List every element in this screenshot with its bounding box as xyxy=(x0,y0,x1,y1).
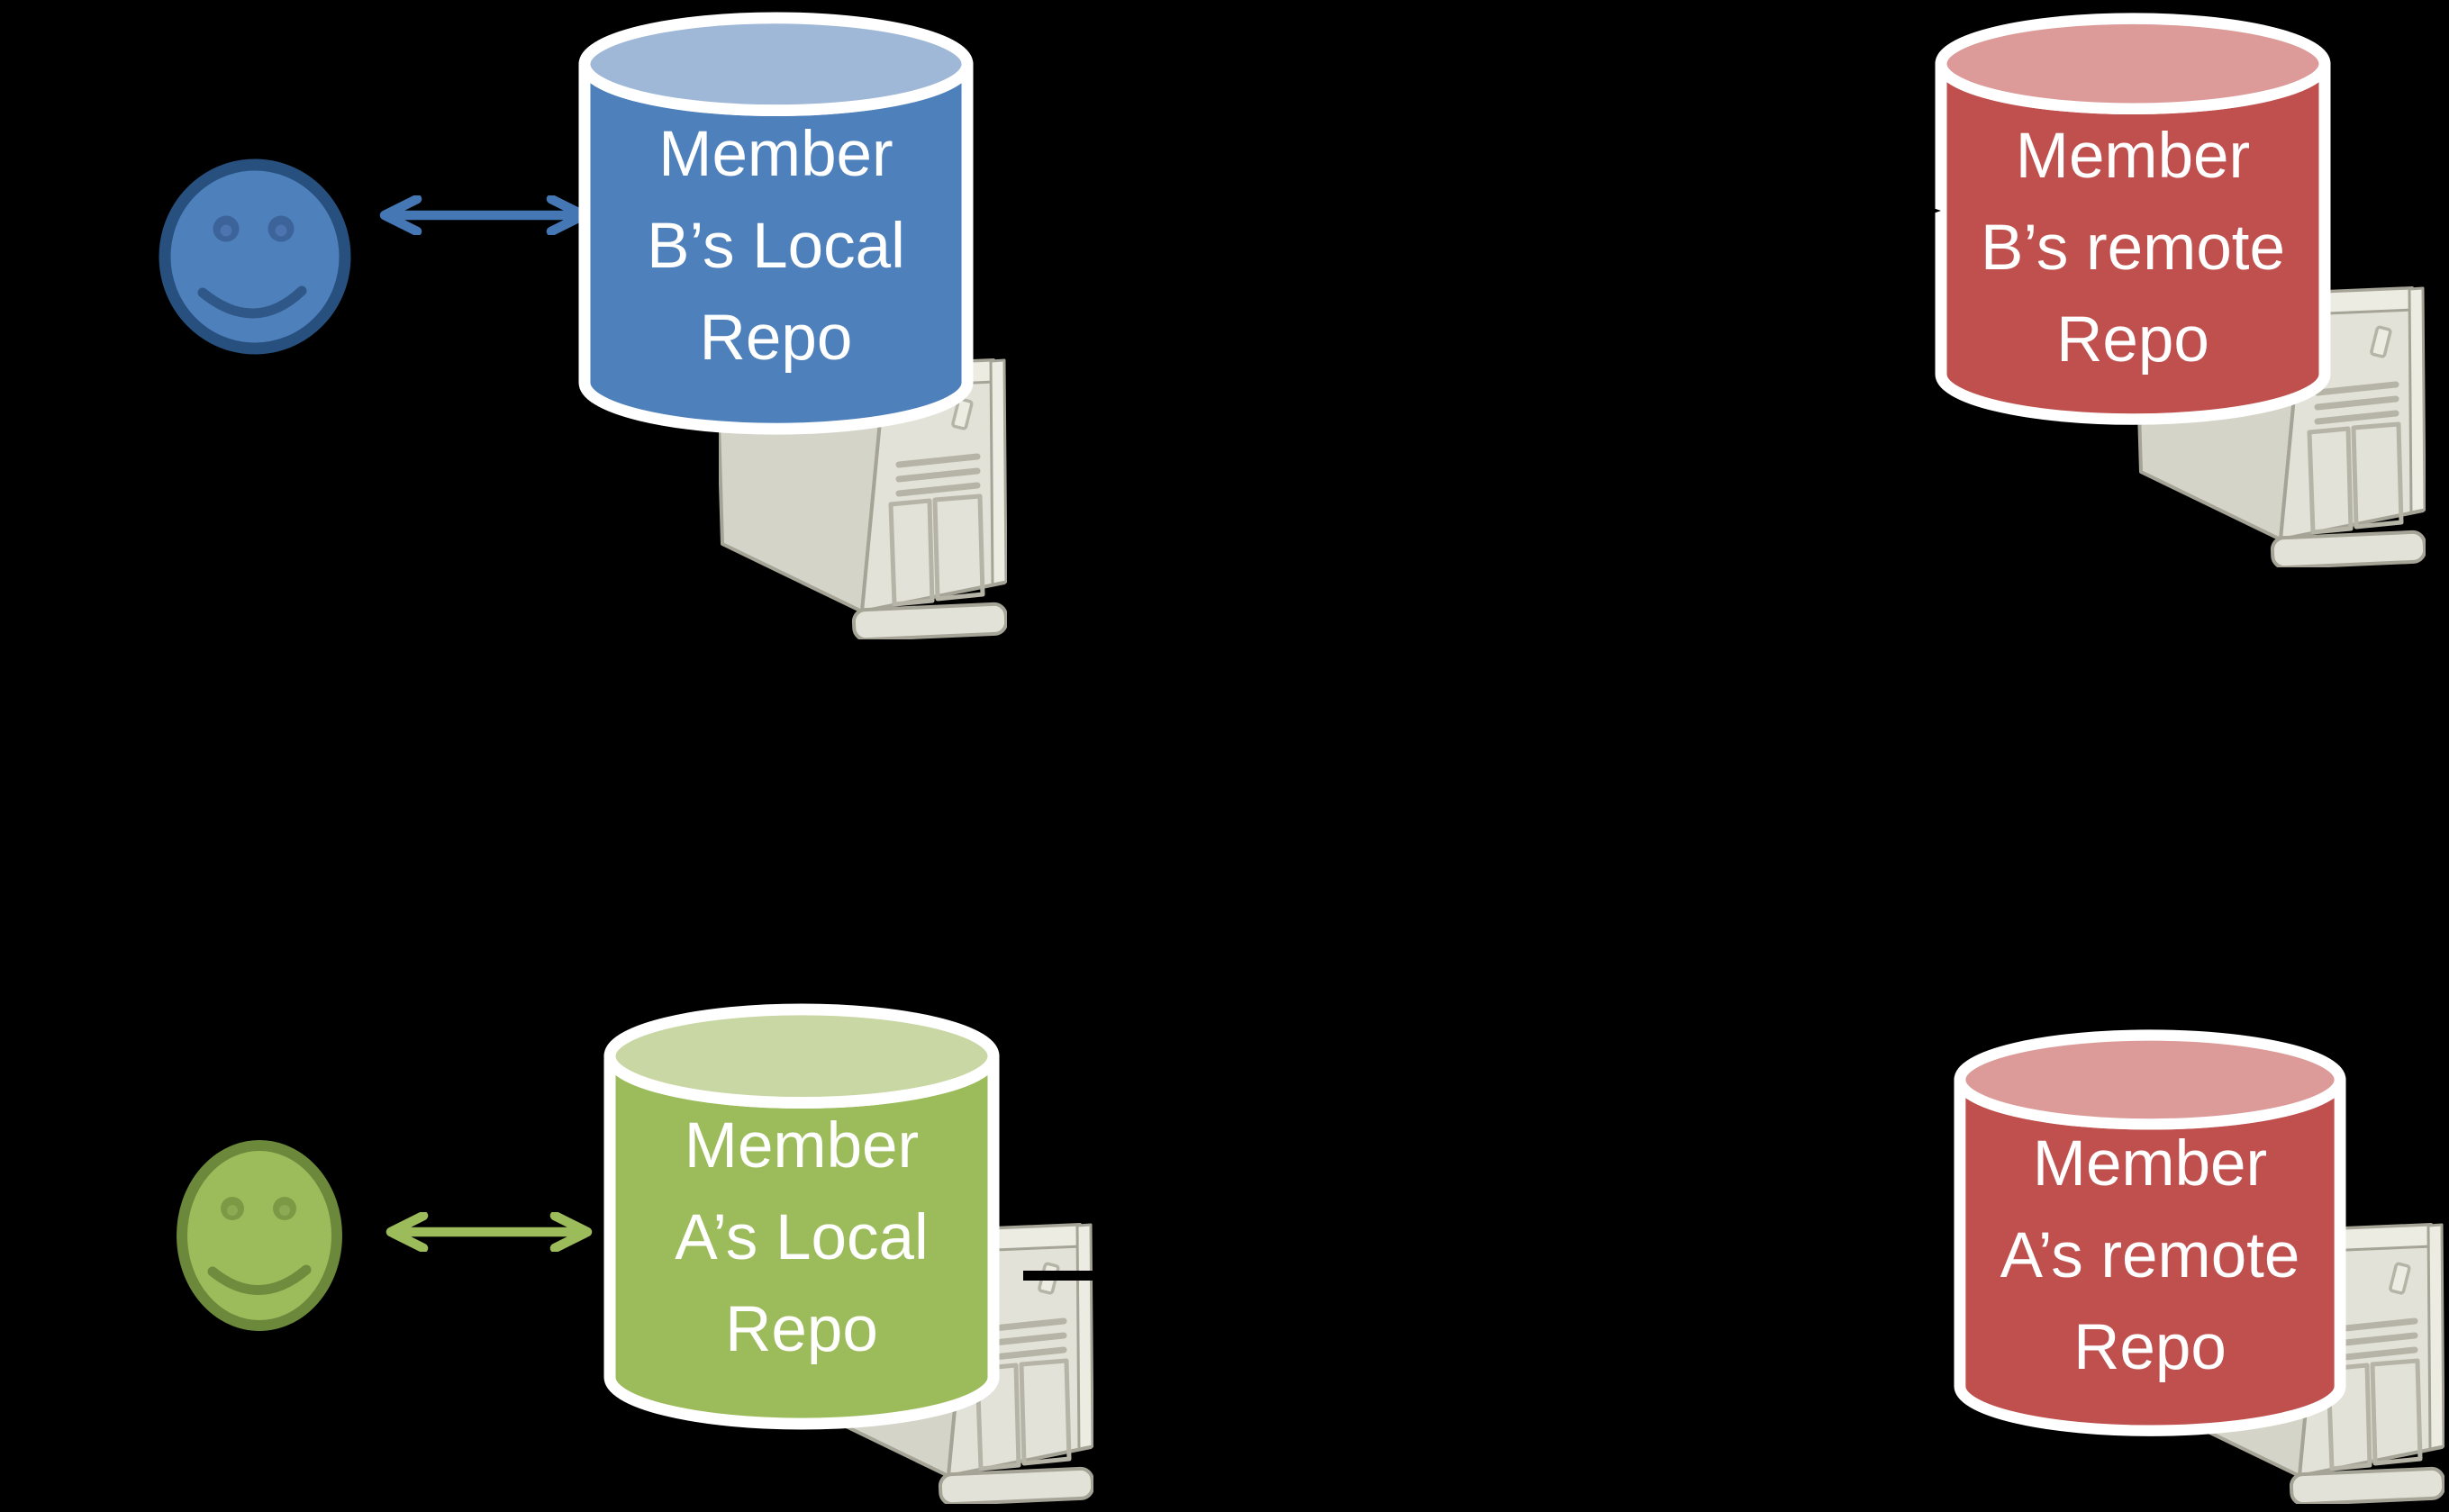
hidden-connector-line-fragment xyxy=(1023,1271,1097,1281)
server-vents xyxy=(895,453,981,497)
member-a-remote-repo-database-icon xyxy=(1954,1029,2346,1436)
repo-label-line: Repo xyxy=(699,303,853,374)
repo-label-line: Member xyxy=(658,119,893,190)
smiley-face xyxy=(159,158,351,355)
server-door-left xyxy=(888,498,935,607)
member-a-sync-arrow-icon xyxy=(385,1212,593,1252)
server-right-pillar xyxy=(989,358,1007,586)
repo-label-line: Repo xyxy=(725,1294,878,1365)
repo-label-line: Member xyxy=(684,1110,920,1182)
member-b-remote-repo-database-icon xyxy=(1935,13,2331,425)
member-b-local-repo-label: Member B’s Local Repo xyxy=(576,109,975,385)
repo-label-line: Member xyxy=(2032,1128,2268,1200)
member-b-local-repo-database-icon xyxy=(578,12,974,435)
repo-label-line: Member xyxy=(2015,121,2251,192)
repo-label-line: A’s remote xyxy=(2000,1220,2300,1291)
smiley-mouth xyxy=(207,1264,312,1295)
repo-label-line: A’s Local xyxy=(675,1202,929,1273)
smiley-face xyxy=(177,1140,342,1331)
member-b-remote-repo-label: Member B’s remote Repo xyxy=(1933,111,2333,386)
server-door-right xyxy=(932,493,985,602)
repo-label-line: B’s Local xyxy=(647,211,905,282)
smiley-mouth xyxy=(197,285,307,319)
member-a-local-repo-database-icon xyxy=(603,1003,1000,1430)
member-b-sync-arrow-icon xyxy=(379,195,589,235)
server-power-button xyxy=(951,397,974,430)
repo-label-line: Repo xyxy=(2056,304,2209,376)
server-foot xyxy=(851,602,1007,639)
repo-label-line: Repo xyxy=(2073,1312,2227,1383)
member-a-local-repo-label: Member A’s Local Repo xyxy=(602,1100,1002,1376)
hidden-connector-arrowhead-fragment xyxy=(1888,193,1941,229)
member-a-avatar-icon xyxy=(177,1140,342,1331)
repo-label-line: B’s remote xyxy=(1980,213,2286,284)
member-b-avatar-icon xyxy=(159,158,351,355)
member-a-remote-repo-label: Member A’s remote Repo xyxy=(1952,1118,2348,1394)
